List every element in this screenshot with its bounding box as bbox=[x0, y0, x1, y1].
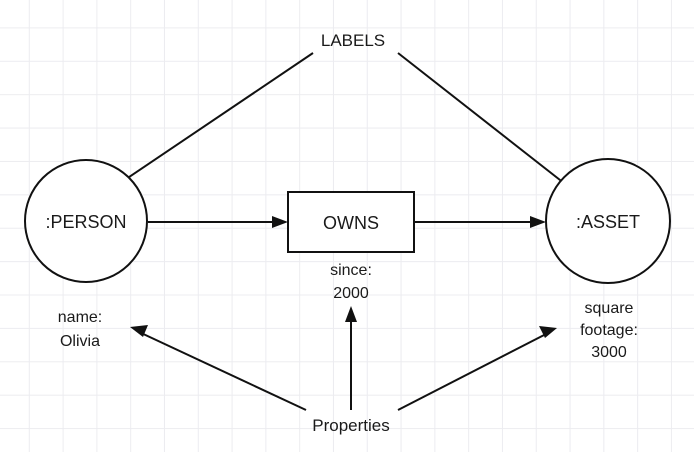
person-property-line-2: Olivia bbox=[60, 333, 100, 350]
properties-annotation: Properties bbox=[312, 416, 389, 435]
asset-property-line-2: footage: bbox=[580, 322, 638, 339]
owns-properties: since: 2000 bbox=[330, 262, 372, 302]
owns-relationship-label: OWNS bbox=[323, 213, 379, 233]
relationship-owns[interactable]: OWNS bbox=[287, 191, 415, 253]
person-node-circle[interactable] bbox=[24, 159, 148, 283]
person-property-line-1: name: bbox=[58, 309, 102, 326]
asset-properties: square footage: 3000 bbox=[580, 300, 638, 361]
asset-node-label: :ASSET bbox=[576, 212, 640, 232]
person-properties: name: Olivia bbox=[58, 309, 102, 350]
owns-property-line-1: since: bbox=[330, 262, 372, 279]
labels-annotation: LABELS bbox=[321, 31, 385, 50]
owns-relationship-box[interactable] bbox=[287, 191, 415, 253]
person-node-label: :PERSON bbox=[45, 212, 126, 232]
node-person[interactable]: :PERSON bbox=[24, 159, 148, 283]
asset-property-line-3: 3000 bbox=[591, 344, 627, 361]
annotation-line-properties-to-owns-props bbox=[345, 306, 357, 410]
annotation-line-properties-to-person-props bbox=[130, 325, 307, 411]
annotation-line-properties-to-asset-props bbox=[397, 326, 557, 411]
edge-owns-to-asset bbox=[414, 216, 546, 228]
node-asset[interactable]: :ASSET bbox=[545, 158, 671, 284]
asset-property-line-1: square bbox=[585, 300, 634, 317]
asset-node-circle[interactable] bbox=[545, 158, 671, 284]
edge-person-to-owns bbox=[148, 216, 288, 228]
owns-property-line-2: 2000 bbox=[333, 285, 369, 302]
